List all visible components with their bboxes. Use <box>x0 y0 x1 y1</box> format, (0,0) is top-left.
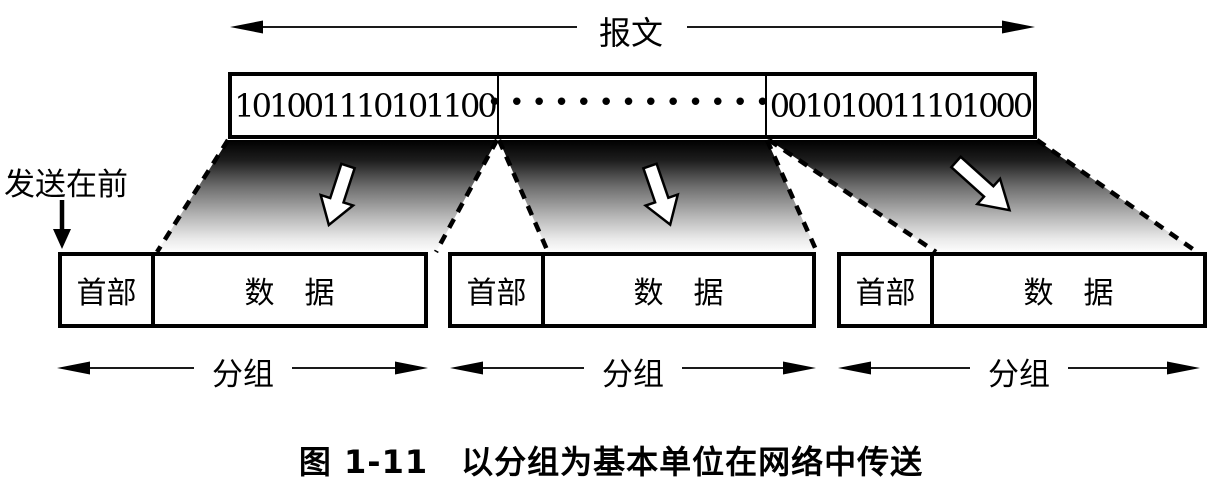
message-arrowhead-left-icon <box>230 20 263 34</box>
group-arrow-1-head-left-icon <box>57 361 90 375</box>
flow-arrow-3-icon <box>949 155 1012 212</box>
packet-1-data-cell: 数 据 <box>155 256 424 324</box>
group-label-1: 分组 <box>212 357 274 393</box>
message-span-arrow <box>230 20 1035 34</box>
funnel-group <box>155 138 1199 254</box>
packet-2-header-label: 首部 <box>466 276 527 311</box>
packet-2: 首部 数 据 <box>448 252 816 328</box>
group-arrow-3-head-right-icon <box>1167 361 1200 375</box>
group-arrows <box>57 361 1200 375</box>
ellipsis-dots: ••••••••••••• <box>486 87 778 118</box>
funnel-3-right-dashed-edge <box>1035 138 1199 254</box>
flow-arrow-2-icon <box>641 162 680 227</box>
message-segment-ellipsis: ••••••••••••• <box>487 76 770 135</box>
message-arrowhead-right-icon <box>1002 20 1035 34</box>
packet-2-data-label: 数 据 <box>633 276 724 311</box>
packet-3-data-label: 数 据 <box>1023 276 1114 311</box>
funnel-1-right-dashed-edge <box>434 138 499 254</box>
packet-3: 首部 数 据 <box>837 252 1207 328</box>
bit-string-right: 001010011101000 <box>769 86 1033 125</box>
sent-first-label: 发送在前 <box>4 167 128 203</box>
packet-1-header-label: 首部 <box>76 276 137 311</box>
group-arrow-2-head-left-icon <box>450 361 483 375</box>
funnel-1-left-dashed-edge <box>155 138 230 254</box>
packet-2-data-cell: 数 据 <box>545 256 812 324</box>
group-label-3: 分组 <box>988 357 1050 393</box>
packet-3-header-label: 首部 <box>855 276 916 311</box>
message-arrow-label: 报文 <box>598 14 663 52</box>
packet-2-header-cell: 首部 <box>452 256 545 324</box>
message-segment-1: 101001110101100 <box>232 76 497 135</box>
sent-first-arrowhead-icon <box>53 229 71 249</box>
packet-1-header-cell: 首部 <box>62 256 155 324</box>
message-segment-3: 001010011101000 <box>767 76 1033 135</box>
funnel-3-left-dashed-edge <box>767 138 938 254</box>
packet-3-header-cell: 首部 <box>841 256 934 324</box>
group-arrow-3-head-left-icon <box>838 361 871 375</box>
group-label-2: 分组 <box>602 357 664 393</box>
packet-3-data-cell: 数 据 <box>934 256 1203 324</box>
figure-caption: 图 1-11 以分组为基本单位在网络中传送 <box>298 443 924 481</box>
sent-first-arrow <box>53 200 71 249</box>
group-arrow-2-head-right-icon <box>783 361 816 375</box>
bit-string-left: 101001110101100 <box>234 86 497 125</box>
flow-arrow-1-icon <box>318 162 357 228</box>
message-box: 101001110101100 ••••••••••••• 0010100111… <box>228 72 1037 139</box>
funnel-2-right-dashed-edge <box>764 139 820 253</box>
funnel-2-left-dashed-edge <box>496 139 551 253</box>
packet-1-data-label: 数 据 <box>244 276 335 311</box>
group-arrow-1-head-right-icon <box>395 361 428 375</box>
packet-1: 首部 数 据 <box>58 252 428 328</box>
